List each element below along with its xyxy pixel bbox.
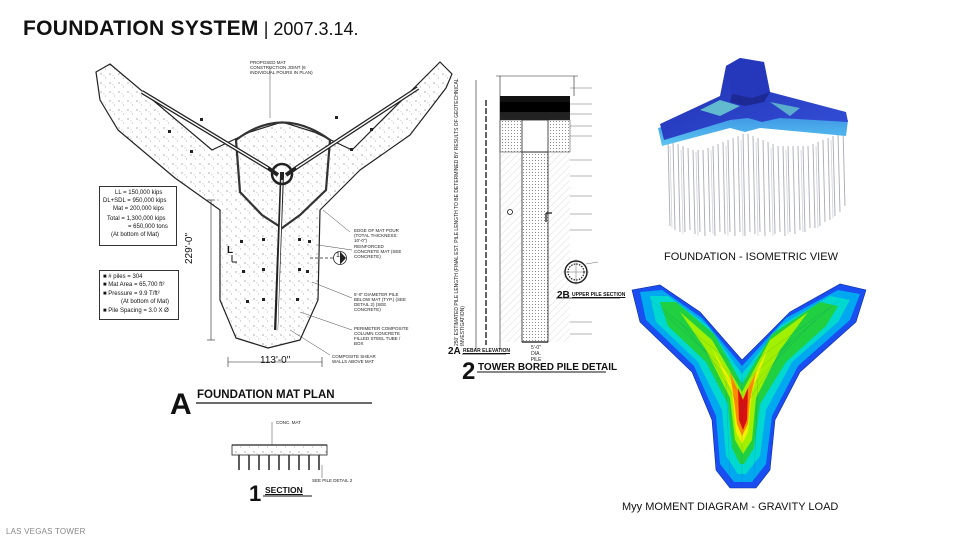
note-perimeter-column: PERIMETER COMPOSITE COLUMN CONCRETE FILL…	[354, 326, 409, 346]
load-dl: DL+SDL = 950,000 kips	[103, 198, 167, 204]
load-ll: LL = 150,000 kips	[115, 190, 163, 196]
dimension-height: 229'-0"	[184, 232, 195, 264]
stat-pressure-note: (At bottom of Mat)	[121, 299, 170, 306]
section-number: 1	[249, 481, 262, 506]
load-total: Total = 1,300,000 kips	[107, 216, 166, 222]
section-caption: SECTION	[265, 485, 303, 495]
pile-sub-b-caption: UPPER PILE SECTION	[572, 292, 626, 298]
title-main: FOUNDATION SYSTEM	[23, 17, 259, 40]
load-note: (At bottom of Mat)	[111, 232, 160, 238]
stat-mat-area: ■ Mat Area = 65,700 ft²	[103, 282, 165, 289]
pile-vertical-note: 250' ESTIMATED PILE LENGTH (FINAL EST. P…	[454, 78, 466, 346]
moment-caption: Myy MOMENT DIAGRAM - GRAVITY LOAD	[622, 501, 839, 513]
load-tons: = 650,000 tons	[128, 224, 168, 230]
pile-sub-b-letter: 2B	[557, 290, 570, 301]
note-edge-of-mat: EDGE OF MAT POUR (TOTAL THICKNESS: 10'-0…	[354, 228, 399, 243]
section-mark-l: L	[227, 245, 234, 256]
title-date: 2007.3.14.	[273, 19, 359, 39]
page-title: FOUNDATION SYSTEM | 2007.3.14.	[23, 16, 358, 42]
isometric-caption: FOUNDATION - ISOMETRIC VIEW	[664, 251, 838, 263]
note-pile-below-mat: 5'-0" DIAMETER PILE BELOW MAT (TYP.) (SE…	[354, 292, 407, 312]
footer-project-name: LAS VEGAS TOWER	[6, 527, 86, 536]
pile-number: 2	[462, 358, 476, 385]
load-summary-box: LL = 150,000 kips DL+SDL = 950,000 kips …	[99, 186, 177, 246]
moment-heatmap	[631, 283, 867, 489]
note-construction-joint: PROPOSED MAT CONSTRUCTION JOINT (6 INDIV…	[250, 60, 313, 75]
pile-caption: TOWER BORED PILE DETAIL	[478, 362, 618, 373]
section-note-pile: SEE PILE DETAIL 2	[312, 478, 353, 483]
pile-stats-box: ■ # piles = 304 ■ Mat Area = 65,700 ft² …	[99, 270, 179, 320]
title-separator: |	[258, 19, 274, 39]
pile-diameter: 5'-0" DIA. PILE	[530, 345, 542, 363]
isometric-piles	[658, 58, 848, 237]
callout-number: 1	[336, 252, 340, 259]
pile-sub-a-caption: REBAR ELEVATION	[463, 348, 511, 354]
plan-letter: A	[170, 388, 192, 421]
pile-sub-a-letter: 2A	[448, 346, 461, 357]
dimension-width: 113'-0"	[260, 355, 291, 366]
plan-caption: FOUNDATION MAT PLAN	[197, 389, 335, 401]
note-shear-walls: COMPOSITE SHEAR WALLS ABOVE MAT	[332, 354, 376, 364]
note-reinforced-mat: REINFORCED CONCRETE MAT (SEE CONCRETE)	[354, 244, 402, 259]
stat-pressure: ■ Pressure = 9.9 T/ft²	[103, 290, 160, 297]
section-note-mat: CONC. MAT	[276, 420, 301, 425]
load-mat: Mat = 200,000 kips	[113, 206, 164, 212]
stat-piles: ■ # piles = 304	[103, 274, 143, 280]
stat-pile-spacing: ■ Pile Spacing = 3.0 X Ø	[103, 307, 169, 314]
